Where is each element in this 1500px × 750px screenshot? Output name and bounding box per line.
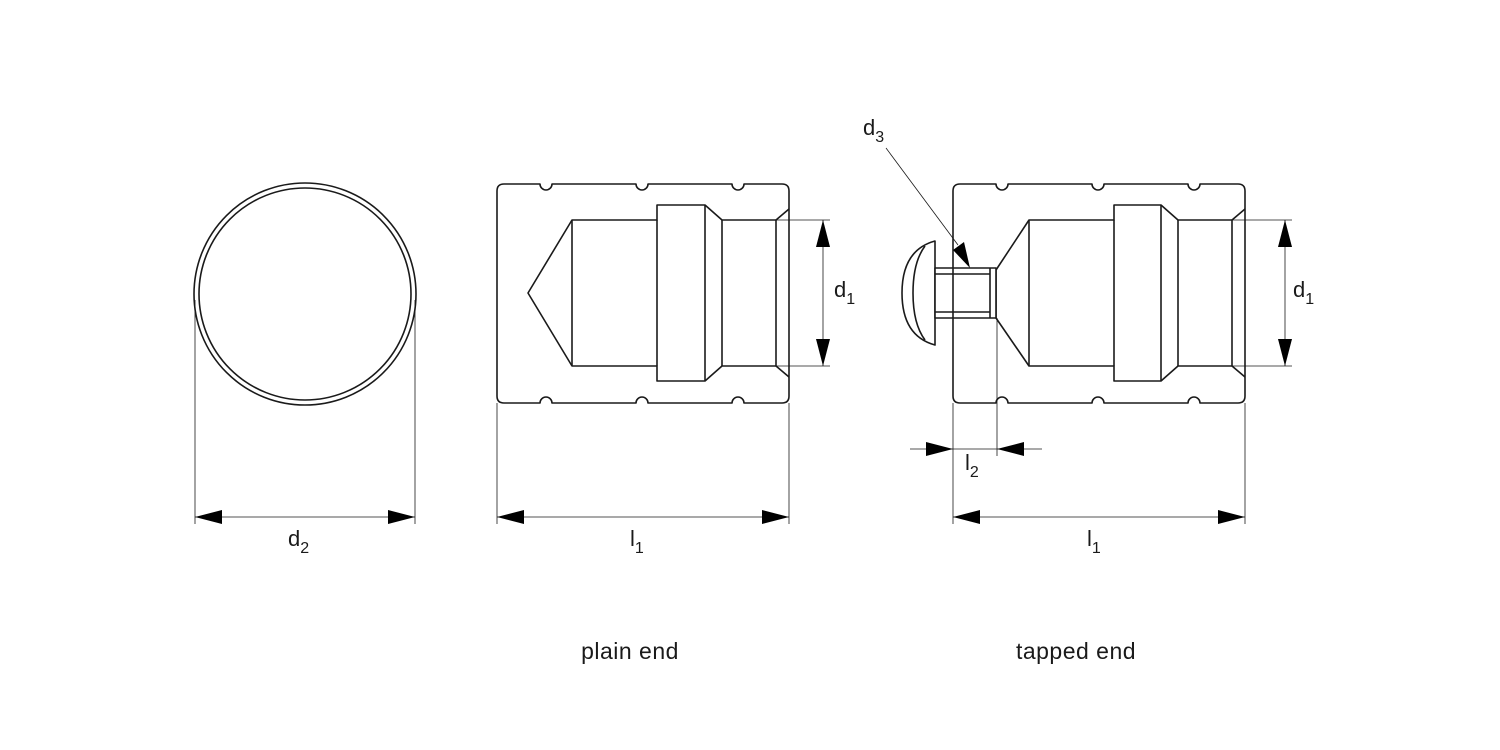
end-view: d2 [193,182,417,557]
tapped-housing-outline [952,183,1246,404]
d2-arrow-right [388,510,415,524]
tapped-d1-arrow-top [1278,220,1292,247]
l2-arrow-left [926,442,953,456]
tapped-l1-label: l1 [1087,526,1101,557]
plain-d1-arrow-top [816,220,830,247]
plain-d1-arrow-bottom [816,339,830,366]
l2-arrow-right [997,442,1024,456]
tapped-l1-arrow-left [953,510,980,524]
d2-label: d2 [288,526,309,557]
plain-end-caption: plain end [581,638,679,664]
tapped-l1-arrow-right [1218,510,1245,524]
end-view-outer-circle [193,182,417,406]
end-view-inner-circle [198,187,412,401]
tapped-chamfer-bottom [1231,365,1246,378]
plain-l1-arrow-left [497,510,524,524]
d2-arrow-left [195,510,222,524]
plain-chamfer-top [775,208,790,221]
plain-end-view: d1 l1 plain end [496,183,855,664]
pull-knob-head [901,240,936,346]
plain-housing-outline [496,183,790,404]
tapped-end-caption: tapped end [1016,638,1136,664]
d3-leader-arrow [953,242,970,268]
threaded-stud [934,267,997,319]
plain-chamfer-bottom [775,365,790,378]
plain-d1-label: d1 [834,277,855,308]
tapped-chamfer-top [1231,208,1246,221]
plain-l1-arrow-right [762,510,789,524]
d3-label: d3 [863,115,884,146]
pull-knob-head-inner [912,245,926,341]
tapped-d1-label: d1 [1293,277,1314,308]
l2-label: l2 [965,450,979,481]
d3-leader-line [885,147,959,246]
plain-l1-label: l1 [630,526,644,557]
tapped-end-view: d3 d1 l2 l1 tapped end [863,115,1314,664]
tapped-d1-arrow-bottom [1278,339,1292,366]
